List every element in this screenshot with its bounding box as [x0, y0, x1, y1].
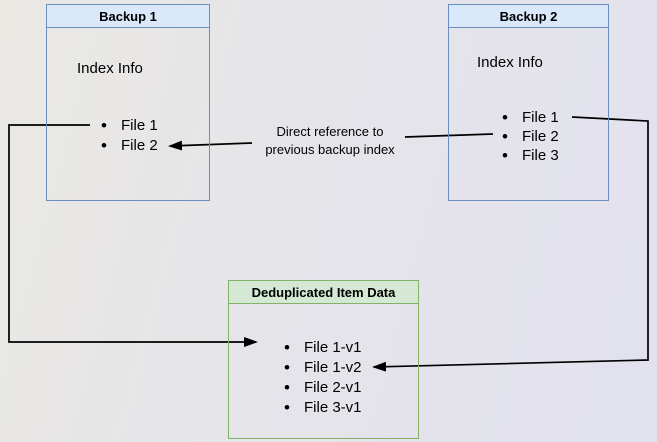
- backup2-title: Backup 2: [449, 5, 608, 28]
- direct-reference-label: Direct reference to previous backup inde…: [240, 123, 420, 159]
- list-item: File 1-v1: [282, 338, 362, 358]
- backup1-title: Backup 1: [47, 5, 209, 28]
- dedup-title: Deduplicated Item Data: [229, 281, 418, 304]
- list-item: File 2: [99, 136, 158, 156]
- list-item: File 3: [500, 146, 559, 165]
- dedup-file-list: File 1-v1File 1-v2File 2-v1File 3-v1: [282, 338, 362, 418]
- direct-reference-label-line2: previous backup index: [265, 142, 395, 157]
- backup2-subtitle: Index Info: [477, 54, 543, 71]
- direct-reference-label-line1: Direct reference to: [276, 124, 384, 139]
- backup2-file-list: File 1File 2File 3: [500, 108, 559, 165]
- list-item: File 3-v1: [282, 398, 362, 418]
- backup1-subtitle: Index Info: [77, 60, 143, 77]
- list-item: File 1: [500, 108, 559, 127]
- backup1-node: Backup 1 Index Info File 1File 2: [46, 4, 210, 201]
- backup2-node: Backup 2 Index Info File 1File 2File 3: [448, 4, 609, 201]
- backup1-file-list: File 1File 2: [99, 116, 158, 156]
- list-item: File 2-v1: [282, 378, 362, 398]
- list-item: File 1: [99, 116, 158, 136]
- list-item: File 1-v2: [282, 358, 362, 378]
- dedup-node: Deduplicated Item Data File 1-v1File 1-v…: [228, 280, 419, 439]
- list-item: File 2: [500, 127, 559, 146]
